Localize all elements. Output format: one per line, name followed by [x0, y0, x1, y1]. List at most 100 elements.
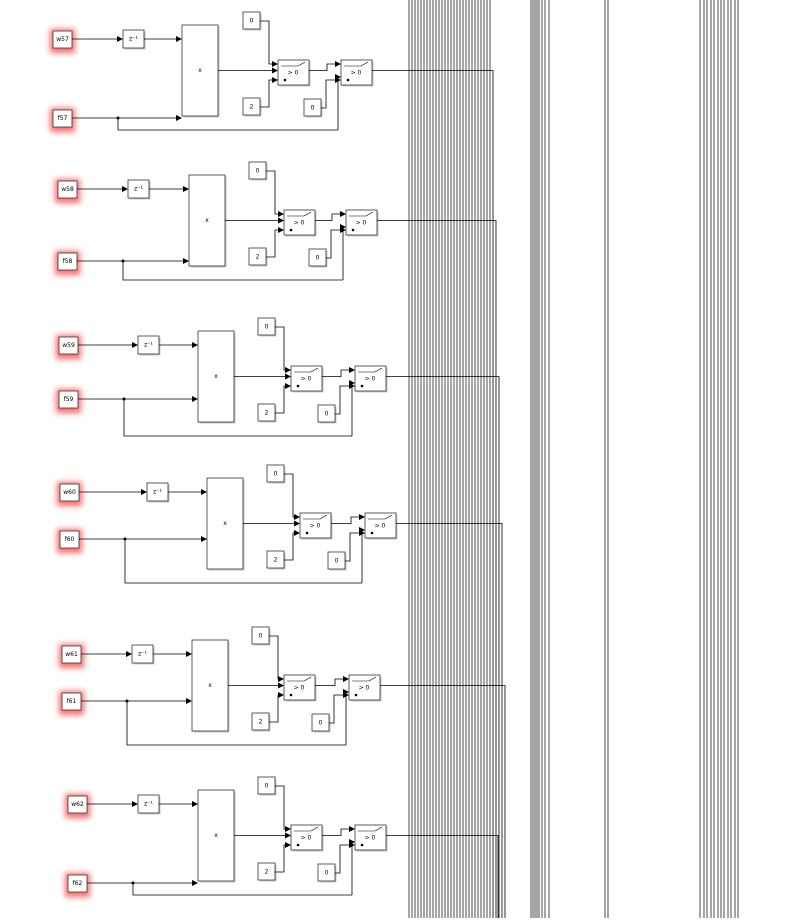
inport-w59[interactable]: w59: [56, 335, 81, 359]
constant-value: 0: [335, 558, 339, 565]
signal-line: [126, 701, 346, 746]
switch-block[interactable]: > 0: [283, 209, 317, 237]
switch-block[interactable]: > 0: [345, 209, 379, 237]
switch-block[interactable]: > 0: [299, 512, 333, 540]
signal-line: [117, 118, 338, 131]
constant-block[interactable]: 0: [327, 551, 347, 571]
switch-label: > 0: [301, 376, 312, 383]
switch-block[interactable]: > 0: [354, 824, 388, 852]
switch-label: > 0: [294, 220, 305, 227]
signal-line: [266, 170, 284, 217]
constant-block[interactable]: 2: [257, 403, 277, 423]
signal-line: [372, 70, 494, 918]
switch-label: > 0: [365, 835, 376, 842]
switch-label: > 0: [310, 523, 321, 530]
switch-block[interactable]: > 0: [354, 365, 388, 393]
constant-value: 0: [265, 783, 269, 790]
constant-block[interactable]: 0: [311, 713, 331, 733]
inport-w62[interactable]: w62: [65, 794, 90, 818]
signal-line: [321, 77, 341, 109]
unit-delay-block[interactable]: z⁻¹: [137, 335, 161, 356]
inport-label: f58: [63, 258, 73, 265]
constant-block[interactable]: 0: [257, 776, 277, 796]
unit-delay-label: z⁻¹: [138, 651, 147, 658]
inport-w57[interactable]: w57: [50, 29, 75, 53]
unit-delay-block[interactable]: z⁻¹: [137, 794, 161, 815]
unit-delay-block[interactable]: z⁻¹: [146, 482, 170, 503]
signal-line: [269, 635, 284, 682]
signal-line: [132, 883, 352, 896]
constant-block[interactable]: 2: [251, 712, 271, 732]
unit-delay-label: z⁻¹: [144, 342, 153, 349]
unit-delay-block[interactable]: z⁻¹: [131, 644, 155, 665]
signal-line: [315, 211, 346, 221]
signal-line: [329, 692, 349, 724]
subsystem-row-w58: w58 f58 z⁻¹ x 0 2 > 0 > 0 0: [55, 161, 497, 918]
constant-block[interactable]: 2: [257, 862, 277, 882]
inport-w58[interactable]: w58: [55, 179, 80, 203]
constant-block[interactable]: 0: [317, 863, 337, 883]
switch-label: > 0: [294, 685, 305, 692]
switch-block[interactable]: > 0: [290, 365, 324, 393]
product-block[interactable]: x: [206, 477, 245, 571]
unit-delay-block[interactable]: z⁻¹: [127, 179, 151, 200]
constant-block[interactable]: 0: [317, 404, 337, 424]
inport-f58[interactable]: f58: [55, 251, 80, 275]
inport-f59[interactable]: f59: [56, 389, 81, 413]
subsystem-row-w57: w57 f57 z⁻¹ x 0 2 > 0 > 0 0: [50, 11, 494, 918]
signal-line: [266, 227, 284, 258]
signal-line: [315, 676, 349, 686]
signal-line: [359, 527, 365, 583]
product-block[interactable]: x: [188, 174, 227, 268]
constant-block[interactable]: 2: [242, 97, 262, 117]
product-label: x: [214, 373, 218, 380]
constant-value: 2: [265, 410, 269, 417]
constant-value: 0: [274, 471, 278, 478]
inport-label: f62: [73, 880, 83, 887]
signal-line: [345, 530, 365, 562]
inport-f57[interactable]: f57: [50, 108, 75, 132]
switch-block[interactable]: > 0: [340, 59, 374, 87]
signal-line: [322, 367, 355, 377]
inport-f60[interactable]: f60: [57, 529, 82, 553]
signal-line: [331, 514, 365, 524]
inport-w61[interactable]: w61: [59, 644, 84, 668]
inport-label: w58: [61, 186, 74, 193]
constant-block[interactable]: 2: [248, 247, 268, 267]
constant-block[interactable]: 0: [248, 161, 268, 181]
inport-label: w62: [71, 801, 84, 808]
switch-block[interactable]: > 0: [364, 512, 398, 540]
signal-line: [123, 399, 352, 437]
inport-label: f61: [67, 698, 77, 705]
switch-label: > 0: [365, 376, 376, 383]
constant-block[interactable]: 0: [242, 11, 262, 31]
constant-block[interactable]: 0: [308, 248, 328, 268]
constant-block[interactable]: 0: [257, 317, 277, 337]
product-block[interactable]: x: [197, 789, 236, 883]
switch-label: > 0: [375, 523, 386, 530]
constant-block[interactable]: 2: [266, 550, 286, 570]
switch-block[interactable]: > 0: [283, 674, 317, 702]
product-block[interactable]: x: [181, 24, 220, 118]
signal-line: [275, 383, 291, 414]
inport-label: f59: [64, 396, 74, 403]
inport-w60[interactable]: w60: [57, 482, 82, 506]
product-block[interactable]: x: [191, 639, 230, 733]
switch-block[interactable]: > 0: [290, 824, 324, 852]
switch-block[interactable]: > 0: [348, 674, 382, 702]
subsystem-row-w60: w60 f60 z⁻¹ x 0 2 > 0 > 0 0: [57, 464, 503, 918]
unit-delay-block[interactable]: z⁻¹: [122, 29, 146, 50]
switch-block[interactable]: > 0: [277, 59, 311, 87]
product-block[interactable]: x: [197, 330, 236, 424]
inport-f62[interactable]: f62: [65, 873, 90, 897]
unit-delay-label: z⁻¹: [144, 801, 153, 808]
signal-line: [122, 261, 343, 281]
inport-label: w60: [63, 489, 76, 496]
inport-f61[interactable]: f61: [59, 691, 84, 715]
signal-line: [269, 692, 284, 723]
constant-block[interactable]: 0: [251, 626, 271, 646]
switch-label: > 0: [301, 835, 312, 842]
signal-line: [386, 376, 500, 918]
constant-block[interactable]: 0: [266, 464, 286, 484]
constant-block[interactable]: 0: [303, 98, 323, 118]
